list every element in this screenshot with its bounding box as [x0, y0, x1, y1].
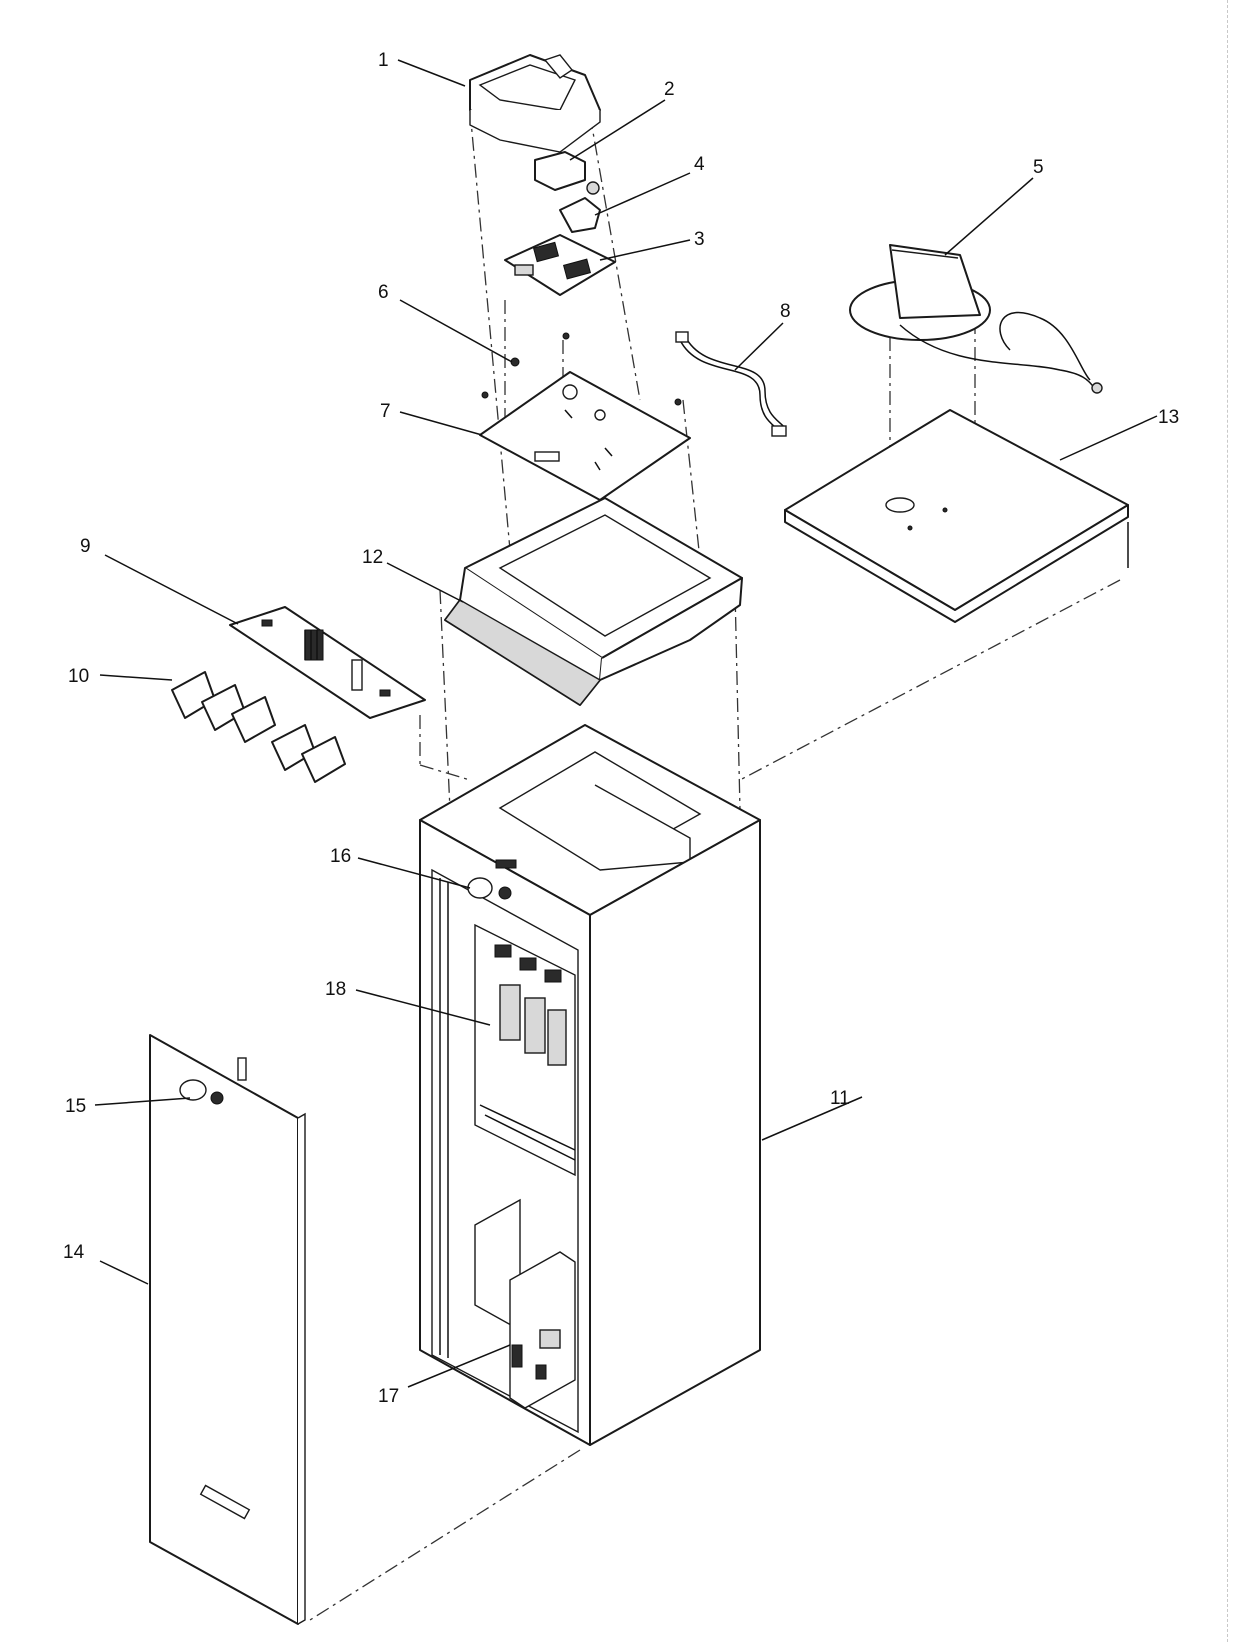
callout-14: 14 [63, 1242, 85, 1263]
callout-2: 2 [664, 79, 675, 100]
part-9-interface-board [229, 606, 426, 719]
part-8-ribbon-cable [675, 331, 787, 437]
part-14-door [149, 1034, 306, 1625]
callout-16: 16 [330, 846, 351, 867]
callout-1: 1 [378, 50, 389, 71]
part-4-cover [559, 181, 601, 233]
callout-labels: 1 2 3 4 5 6 7 8 9 10 11 12 13 14 15 16 1… [63, 50, 1179, 1407]
callout-18: 18 [325, 979, 346, 1000]
part-2-block [534, 151, 586, 191]
callout-12: 12 [362, 547, 383, 568]
part-10-clips [171, 671, 346, 783]
callout-5: 5 [1033, 157, 1044, 178]
callout-13: 13 [1158, 407, 1179, 428]
callout-9: 9 [80, 536, 91, 557]
part-5-antenna [849, 244, 1103, 394]
callout-10: 10 [68, 666, 89, 687]
part-6-screws [481, 332, 682, 406]
callout-3: 3 [694, 229, 705, 250]
part-7-mounting-plate [479, 371, 691, 501]
part-1-top-housing [469, 54, 601, 153]
part-11-main-cabinet [419, 724, 761, 1446]
page-edge-divider [1227, 0, 1228, 1642]
callout-4: 4 [694, 154, 705, 175]
part-12-display-bezel [443, 497, 743, 706]
callout-8: 8 [780, 301, 791, 322]
callout-7: 7 [380, 401, 391, 422]
callout-leaders [94, 59, 1158, 1388]
part-3-circuit-board [504, 234, 616, 296]
callout-6: 6 [378, 282, 389, 303]
callout-11: 11 [830, 1088, 850, 1109]
callout-15: 15 [65, 1096, 86, 1117]
part-13-top-plate [784, 409, 1129, 623]
callout-17: 17 [378, 1386, 399, 1407]
